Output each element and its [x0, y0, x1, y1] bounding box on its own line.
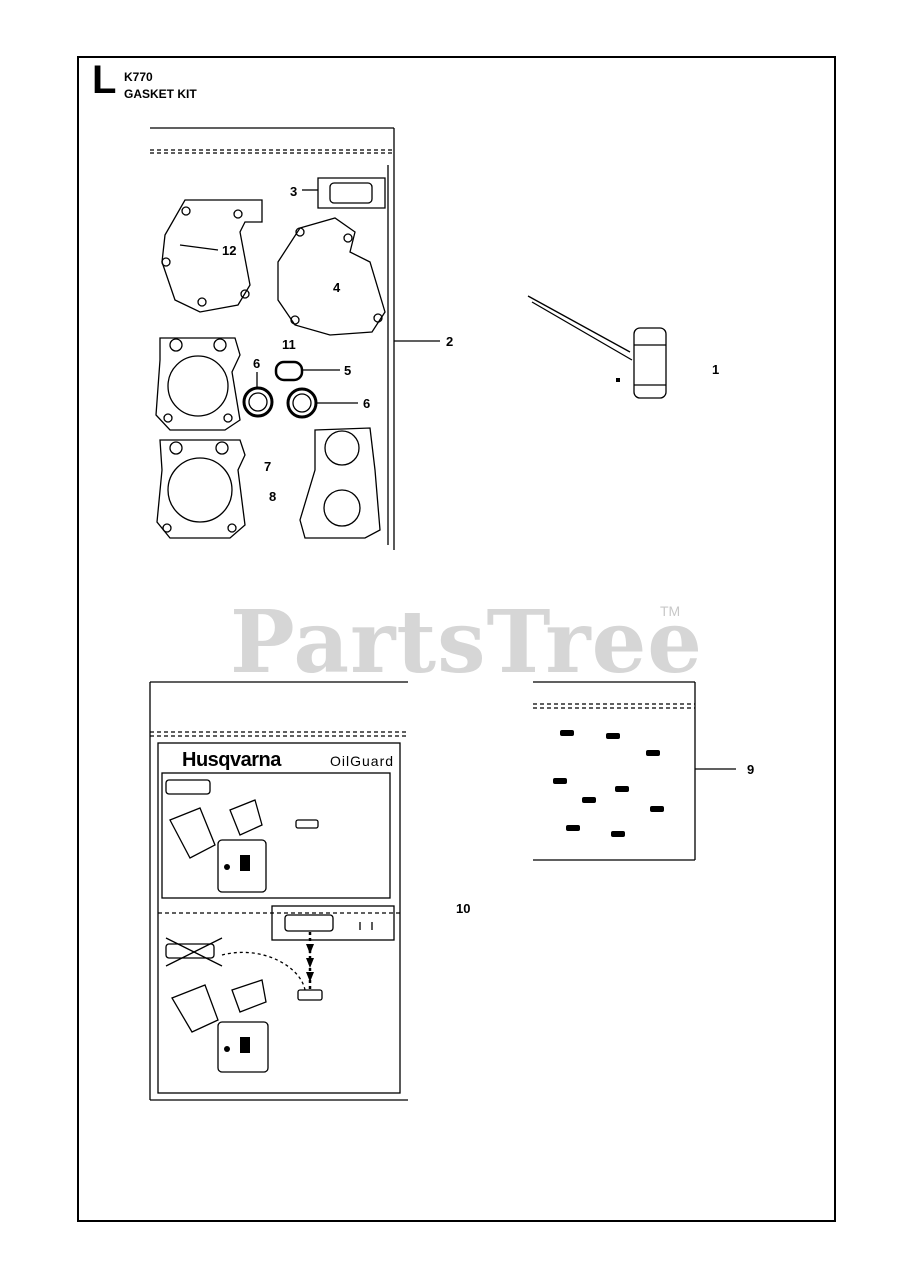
callout-9: 9 [747, 762, 755, 777]
callout-6-left: 6 [253, 356, 261, 371]
gasket-part-12 [161, 199, 263, 313]
seal-part-6-right [286, 387, 318, 419]
seal-part-6-left [242, 386, 274, 418]
oil-label-part-10 [149, 681, 408, 1101]
diagram-title: GASKET KIT [124, 87, 197, 101]
callout-12: 12 [222, 243, 237, 258]
callout-2: 2 [446, 334, 454, 349]
screw-bag-part-9 [533, 681, 736, 861]
gasket-part-7 [155, 337, 241, 431]
watermark-tm: TM [660, 603, 681, 619]
callout-4: 4 [333, 280, 341, 295]
gasket-part-11 [299, 427, 381, 539]
section-letter: L [92, 58, 117, 102]
gasket-part-3 [317, 177, 386, 209]
callout-1: 1 [712, 362, 720, 377]
callout-8: 8 [269, 489, 277, 504]
model-number: K770 [124, 70, 153, 84]
gasket-kit-bag [150, 127, 395, 550]
oilguard-label: OilGuard [330, 753, 395, 769]
gasket-part-8 [156, 439, 246, 539]
gasket-part-4 [277, 217, 386, 336]
ring-part-5 [274, 360, 304, 382]
callout-7: 7 [264, 459, 272, 474]
tool-part-1 [527, 295, 667, 399]
watermark: PartsTree [230, 592, 704, 693]
callout-11: 11 [282, 337, 296, 352]
husqvarna-logo: Husqvarna [182, 749, 281, 771]
page-frame [77, 56, 836, 1222]
callout-10: 10 [456, 901, 471, 916]
screws-part-9 [553, 378, 664, 837]
callout-3: 3 [290, 184, 298, 199]
callout-6-right: 6 [363, 396, 371, 411]
callout-5: 5 [344, 363, 352, 378]
